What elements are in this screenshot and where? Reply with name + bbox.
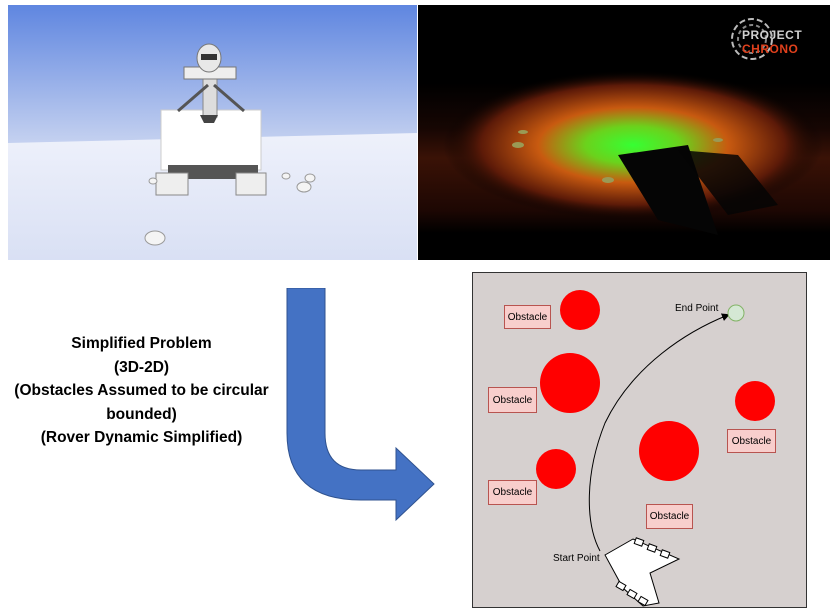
problem-line: Simplified Problem <box>71 335 212 352</box>
problem-line: bounded) <box>106 405 177 423</box>
rover-simulation-image <box>8 5 417 260</box>
rock <box>296 181 312 193</box>
simplified-map: Obstacle Obstacle Obstacle Obstacle Obst… <box>472 272 807 608</box>
end-point-label: End Point <box>675 303 719 314</box>
logo-rings-icon <box>731 18 773 60</box>
obstacle-circle <box>540 353 600 413</box>
obstacle-circle <box>536 449 576 489</box>
obstacle-label: Obstacle <box>504 305 551 329</box>
start-point-label: Start Point <box>553 553 600 564</box>
obstacle-circle <box>735 381 775 421</box>
rock <box>281 172 291 180</box>
obstacle-label: Obstacle <box>488 387 537 413</box>
obstacle-label: Obstacle <box>488 480 537 505</box>
lidar-point-cloud-image <box>418 5 830 260</box>
obstacle-circle <box>639 421 699 481</box>
problem-line: (3D-2D) <box>113 358 170 376</box>
planned-path <box>588 313 730 552</box>
rock <box>304 173 316 183</box>
problem-line: (Obstacles Assumed to be circular <box>14 382 269 399</box>
rock <box>144 230 166 246</box>
project-chrono-logo: PROJECT CHRONO <box>730 13 812 65</box>
rock <box>148 177 158 185</box>
map-drawing <box>536 290 775 607</box>
obstacle-label: Obstacle <box>727 429 776 453</box>
lidar-render: PROJECT CHRONO <box>418 5 830 260</box>
bent-arrow-icon <box>286 288 435 522</box>
obstacle-label: Obstacle <box>646 504 693 529</box>
logo-text-project: PROJECT <box>742 28 803 42</box>
problem-description: Simplified Problem (3D-2D) (Obstacles As… <box>0 332 283 450</box>
simulation-render <box>8 5 417 260</box>
logo-text-chrono: CHRONO <box>742 42 799 56</box>
problem-line: (Rover Dynamic Simplified) <box>40 429 243 446</box>
rover-model <box>155 43 267 196</box>
obstacle-circle <box>560 290 600 330</box>
end-point-marker <box>727 304 745 322</box>
rover-shape <box>604 537 681 607</box>
